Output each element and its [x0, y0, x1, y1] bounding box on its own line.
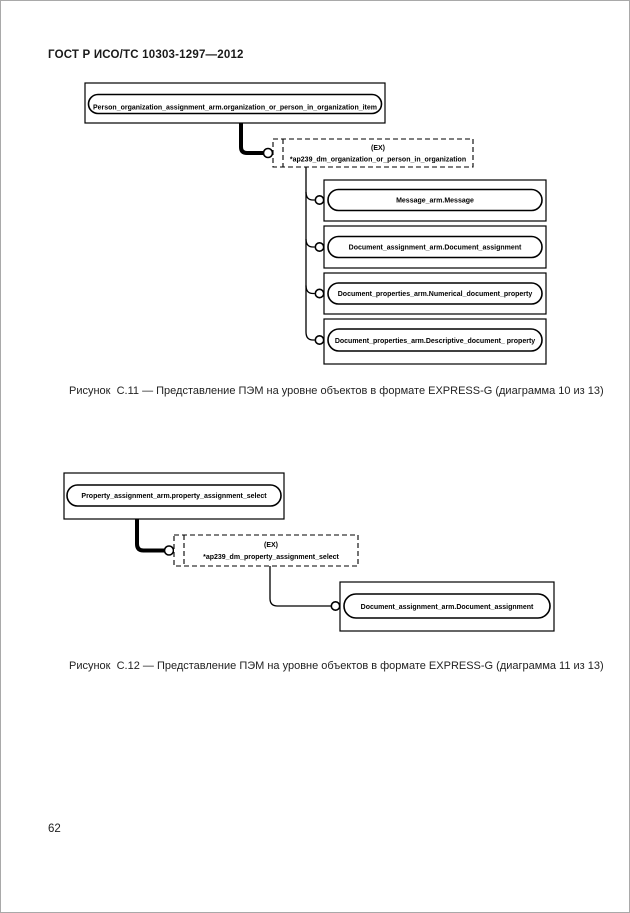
- interschema-ref-box-member: Document_properties_arm.Numerical_docume…: [323, 272, 547, 315]
- diagram-c12: Property_assignment_arm.property_assignm…: [63, 472, 555, 632]
- select-type-box: (EX) *ap239_dm_organization_or_person_in…: [272, 138, 474, 168]
- select-name: *ap239_dm_organization_or_person_in_orga…: [290, 157, 466, 164]
- root-type-label: Person_organization_assignment_arm.organ…: [93, 105, 377, 112]
- interschema-ref-box-root: Person_organization_assignment_arm.organ…: [84, 82, 386, 124]
- relation-end-circle: [330, 600, 341, 611]
- interschema-ref-box-root: Property_assignment_arm.property_assignm…: [63, 472, 285, 520]
- relation-end-circle: [262, 147, 274, 159]
- relation-end-circle: [163, 545, 175, 556]
- interschema-ref-box-member: Document_properties_arm.Descriptive_docu…: [323, 318, 547, 365]
- select-name: *ap239_dm_property_assignment_select: [203, 554, 339, 561]
- document-header: ГОСТ Р ИСО/ТС 10303-1297—2012: [48, 49, 244, 61]
- member-label: Document_properties_arm.Descriptive_docu…: [335, 338, 535, 345]
- select-annotation: (EX): [371, 145, 385, 152]
- interschema-ref-box-member: Document_assignment_arm.Document_assignm…: [339, 581, 555, 632]
- relation-line-trunk: [305, 167, 315, 201]
- relation-end-circle: [314, 334, 325, 345]
- select-type-box: (EX) *ap239_dm_property_assignment_selec…: [173, 534, 359, 567]
- member-label: Document_assignment_arm.Document_assignm…: [361, 604, 534, 611]
- root-type-label: Property_assignment_arm.property_assignm…: [81, 493, 267, 500]
- relation-line-thick: [239, 123, 263, 155]
- interschema-ref-box-member: Document_assignment_arm.Document_assignm…: [323, 225, 547, 269]
- relation-line-branch: [269, 566, 331, 607]
- relation-end-circle: [314, 242, 325, 253]
- relation-end-circle: [314, 288, 325, 299]
- relation-end-circle: [314, 195, 325, 206]
- member-label: Message_arm.Message: [396, 198, 474, 205]
- page-number: 62: [48, 823, 61, 835]
- diagram-c11: Person_organization_assignment_arm.organ…: [84, 82, 547, 365]
- select-annotation: (EX): [264, 542, 278, 549]
- member-label: Document_assignment_arm.Document_assignm…: [349, 245, 522, 252]
- relation-line-thick: [135, 519, 164, 553]
- interschema-ref-box-member: Message_arm.Message: [323, 179, 547, 222]
- figure-caption-c12: Рисунок С.12 — Представление ПЭМ на уров…: [69, 660, 604, 672]
- figure-caption-c11: Рисунок С.11 — Представление ПЭМ на уров…: [69, 385, 604, 397]
- member-label: Document_properties_arm.Numerical_docume…: [338, 291, 533, 298]
- relation-line-branch: [305, 285, 315, 341]
